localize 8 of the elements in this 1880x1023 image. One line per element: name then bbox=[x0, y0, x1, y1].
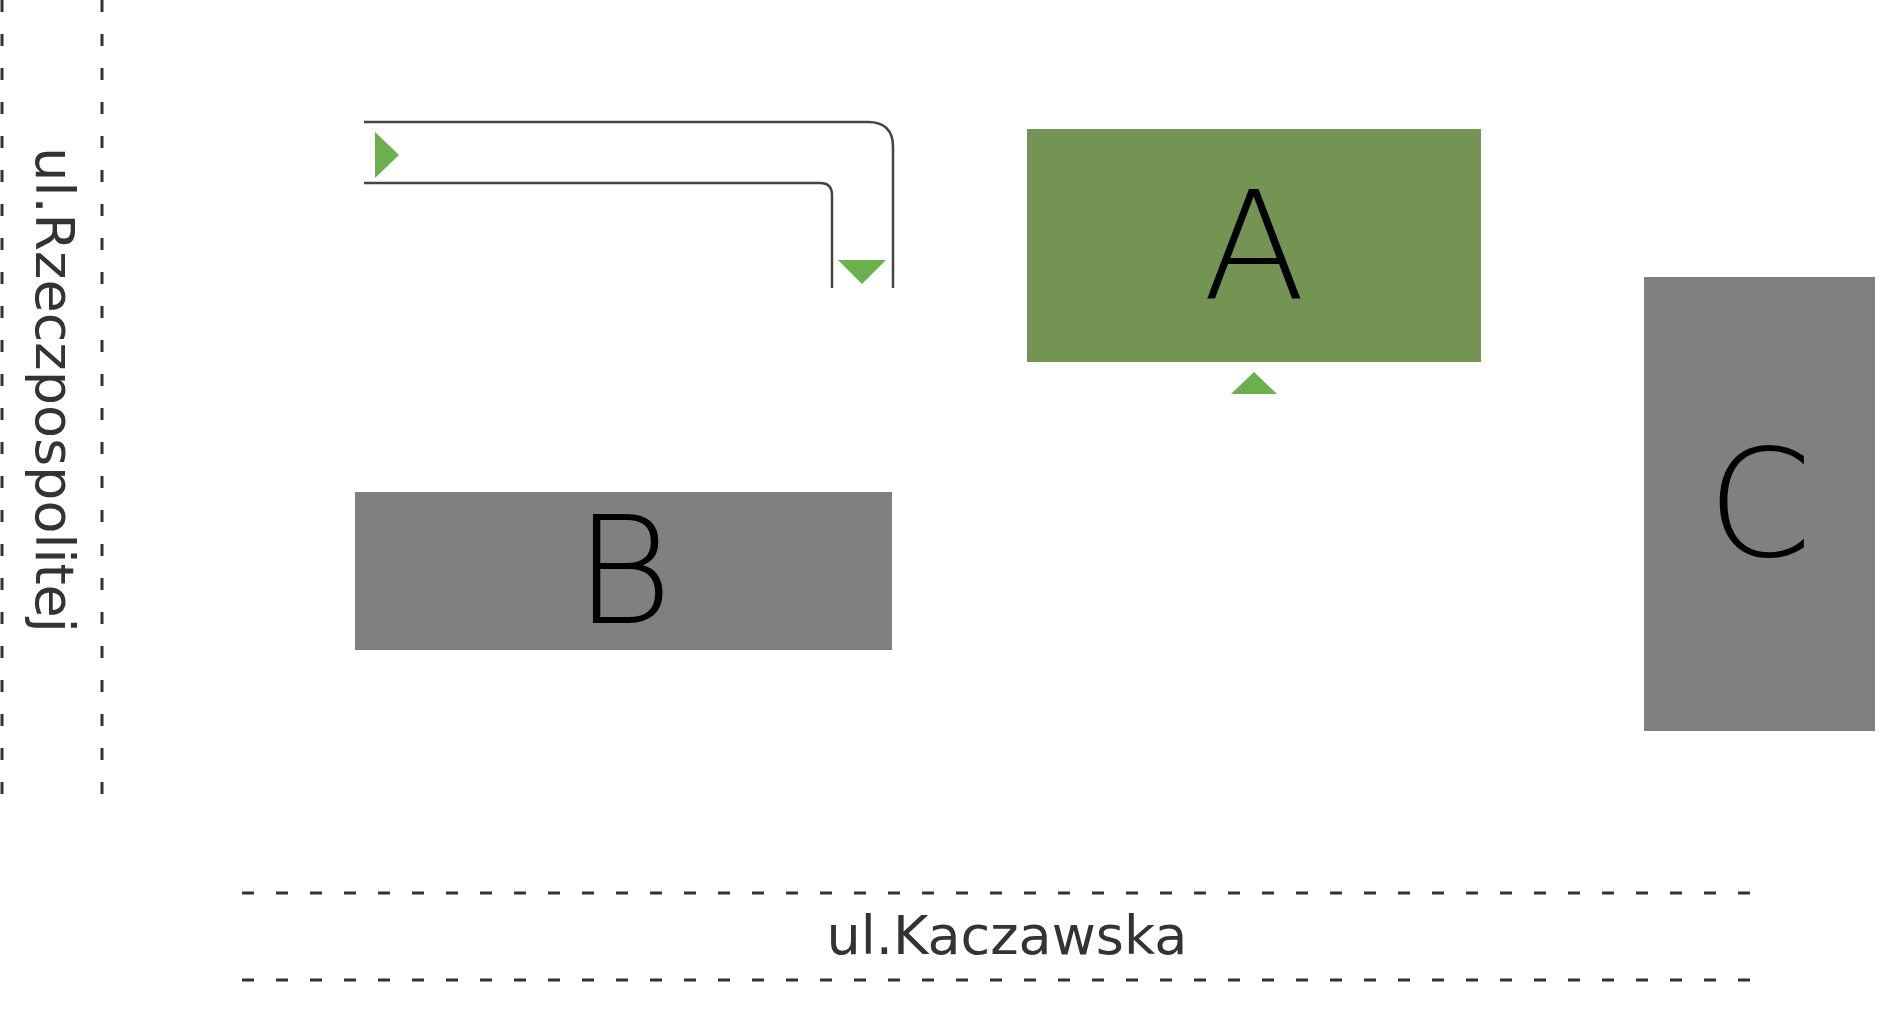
building-label: A bbox=[1202, 170, 1306, 321]
building-label: C bbox=[1707, 429, 1812, 579]
building-label: B bbox=[574, 496, 673, 646]
street-name: ul.Rzeczpospolitej bbox=[27, 147, 81, 633]
building-block bbox=[355, 492, 892, 650]
street-name: ul.Kaczawska bbox=[826, 909, 1188, 963]
building-block bbox=[1027, 129, 1481, 362]
building-block bbox=[1644, 277, 1875, 731]
